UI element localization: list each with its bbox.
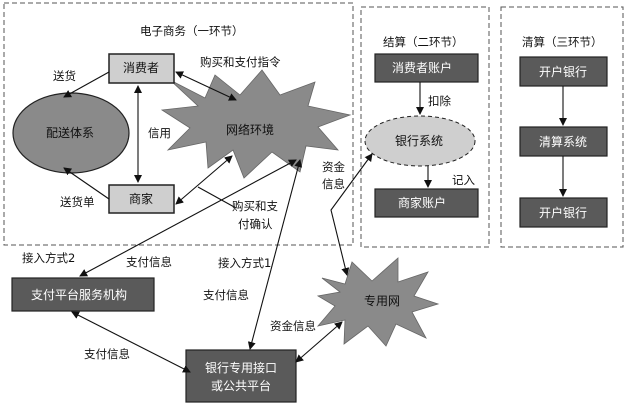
arrow-agency-interface xyxy=(71,311,191,373)
pointer-confirm xyxy=(197,186,237,209)
arrow-consumer-delivery xyxy=(63,71,110,98)
label-deduct: 扣除 xyxy=(428,94,451,108)
opening-bank-top-node xyxy=(519,56,608,87)
bank-interface-node xyxy=(185,349,297,403)
arrow-bank-privnet xyxy=(330,153,373,276)
settlement-title: 结算（二环节） xyxy=(383,35,464,49)
network-label: 网络环境 xyxy=(226,122,274,137)
label-credit-in: 记入 xyxy=(452,173,475,187)
clearing-title: 清算（三环节） xyxy=(522,35,603,49)
payment-agency-node xyxy=(11,277,155,312)
label-payment-info-b: 支付信息 xyxy=(203,288,249,302)
label-access-mode-1: 接入方式1 xyxy=(218,256,271,270)
merchant-account-label: 商家账户 xyxy=(398,195,446,210)
payment-agency-label: 支付平台服务机构 xyxy=(31,287,127,302)
consumer-account-node xyxy=(374,53,479,83)
bank-interface-label-2: 或公共平台 xyxy=(211,378,271,393)
arrow-consumer-network xyxy=(175,71,237,101)
clearing-system-node xyxy=(519,126,608,157)
label-credit: 信用 xyxy=(148,126,171,140)
bank-system-label: 银行系统 xyxy=(395,134,443,148)
consumer-label: 消费者 xyxy=(123,61,159,75)
label-ship-note: 送货单 xyxy=(60,195,95,209)
arrow-network-interface xyxy=(247,159,303,350)
label-funds-info-1: 资金 xyxy=(322,160,345,174)
label-funds-info-2: 信息 xyxy=(322,177,345,191)
opening-bank-bottom-node xyxy=(519,197,608,228)
opening-bank-top-label: 开户银行 xyxy=(539,64,587,79)
private-network-label: 专用网 xyxy=(364,293,400,308)
bank-system-node xyxy=(364,115,476,167)
label-purchase-confirm-2: 付确认 xyxy=(238,217,273,231)
label-purchase-confirm-1: 购买和支 xyxy=(232,199,278,213)
arrow-interface-privnet xyxy=(295,321,343,363)
label-access-mode-2: 接入方式2 xyxy=(22,251,75,265)
opening-bank-bottom-label: 开户银行 xyxy=(539,205,587,220)
consumer-node xyxy=(108,53,175,84)
clearing-system-label: 清算系统 xyxy=(539,134,587,149)
bank-interface-label-1: 银行专用接口 xyxy=(205,360,277,375)
label-ship-goods: 送货 xyxy=(53,69,76,83)
label-funds-info: 资金信息 xyxy=(270,319,316,333)
label-payment-info-c: 支付信息 xyxy=(84,347,130,361)
private-network-cloud xyxy=(316,257,440,347)
arrow-merchant-network xyxy=(175,155,233,205)
merchant-label: 商家 xyxy=(129,191,153,206)
settlement-frame xyxy=(360,6,490,248)
ecommerce-title: 电子商务（一环节） xyxy=(140,24,244,38)
label-payment-info-a: 支付信息 xyxy=(126,255,172,269)
merchant-account-node xyxy=(374,188,479,218)
ecommerce-frame xyxy=(3,2,354,246)
clearing-frame xyxy=(500,6,624,248)
label-purchase-payment-order: 购买和支付指令 xyxy=(200,55,281,69)
delivery-label: 配送体系 xyxy=(46,125,94,140)
consumer-account-label: 消费者账户 xyxy=(392,60,452,75)
